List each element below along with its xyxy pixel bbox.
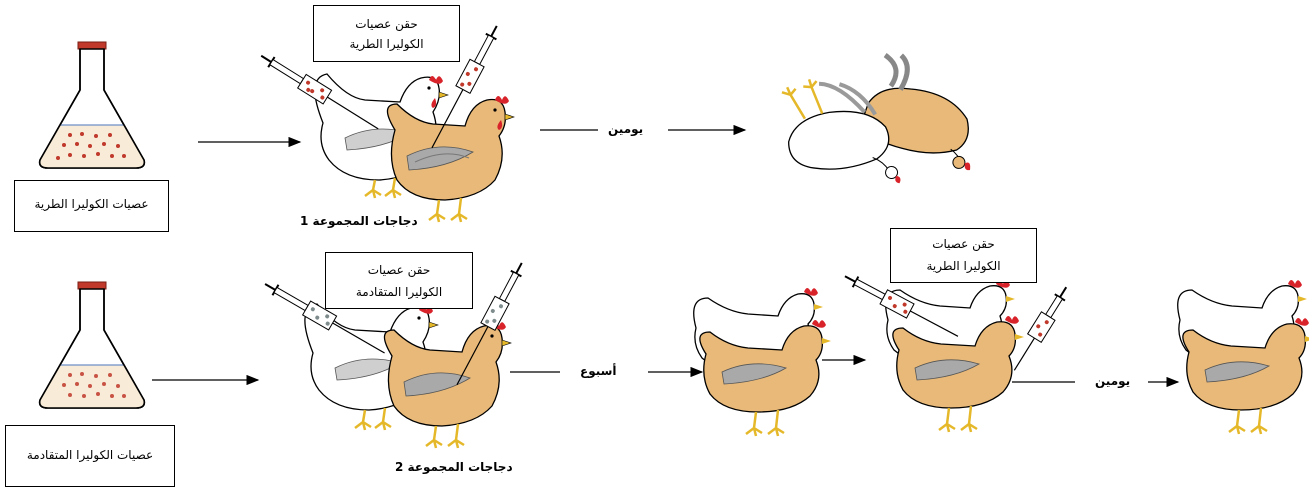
injection-line2: الكوليرا الطرية	[349, 37, 424, 51]
syringe-icon	[844, 275, 959, 337]
flask-label-box-row2: عصيات الكوليرا المتقادمة	[5, 425, 175, 487]
hens-after-week	[693, 288, 831, 437]
injection-line1: حقن عصيات	[355, 17, 418, 31]
injection-box-row1: حقن عصيات الكوليرا الطرية	[313, 5, 460, 62]
time-label-row1: يومين	[608, 122, 644, 136]
flask-fresh-cholera	[38, 41, 146, 169]
injection-line1: حقن عصيات	[932, 237, 995, 251]
injection-line2: الكوليرا الطرية	[926, 259, 1001, 273]
injection-line2: الكوليرا المتقادمة	[355, 285, 443, 299]
syringe-icon	[264, 283, 385, 354]
flask-aged-cholera	[38, 281, 146, 409]
group-label-1: دجاجات المجموعة 1	[300, 214, 418, 228]
injection-box-row2: حقن عصيات الكوليرا المتقادمة	[325, 252, 473, 309]
time-label-week: أسبوع	[580, 364, 617, 378]
hens-group-1	[260, 25, 515, 223]
syringe-icon	[431, 25, 498, 149]
time-label-row2: يومين	[1095, 374, 1131, 388]
group-label-2: دجاجات المجموعة 2	[395, 460, 513, 474]
flask-label-row2: عصيات الكوليرا المتقادمة	[26, 448, 154, 462]
injection-line1: حقن عصيات	[367, 263, 431, 277]
hens-survived	[1177, 280, 1309, 435]
flask-label-row1: عصيات الكوليرا الطرية	[34, 197, 149, 211]
hens-reinjected	[844, 275, 1068, 433]
syringe-icon	[456, 262, 523, 386]
flask-label-box-row1: عصيات الكوليرا الطرية	[14, 180, 169, 232]
syringe-icon	[1013, 286, 1068, 371]
syringe-icon	[260, 54, 379, 130]
dead-hens	[781, 53, 971, 184]
injection-box-row2-second: حقن عصيات الكوليرا الطرية	[890, 228, 1037, 283]
hens-group-2	[264, 262, 523, 449]
